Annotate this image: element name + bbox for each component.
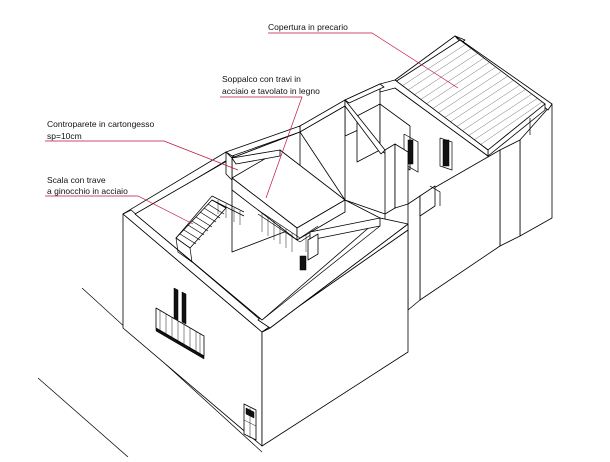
- label-soppalco-line-1: Soppalco con travi in: [222, 74, 301, 84]
- label-controparete-line-1: Controparete in cartongesso: [47, 119, 155, 129]
- label-controparete-line-2: sp=10cm: [47, 131, 82, 141]
- label-controparete: Controparete in cartongesso sp=10cm: [47, 119, 155, 141]
- leader-lines: [45, 32, 459, 225]
- label-scala: Scala con trave a ginocchio in acciaio: [47, 175, 128, 196]
- front-interior: [134, 131, 381, 321]
- label-copertura-line-1: Copertura in precario: [268, 22, 348, 32]
- label-soppalco: Soppalco con travi in acciaio e tavolato…: [222, 74, 320, 96]
- staircase: [175, 195, 245, 263]
- rear-covered-block: [394, 35, 553, 247]
- label-soppalco-line-2: acciaio e tavolato in legno: [222, 86, 320, 96]
- balcony-window: [155, 287, 205, 360]
- label-scala-line-2: a ginocchio in acciaio: [47, 186, 128, 196]
- label-copertura: Copertura in precario: [268, 22, 348, 32]
- roof-hatching: [401, 43, 543, 146]
- front-door: [243, 403, 257, 441]
- label-scala-line-1: Scala con trave: [47, 175, 106, 185]
